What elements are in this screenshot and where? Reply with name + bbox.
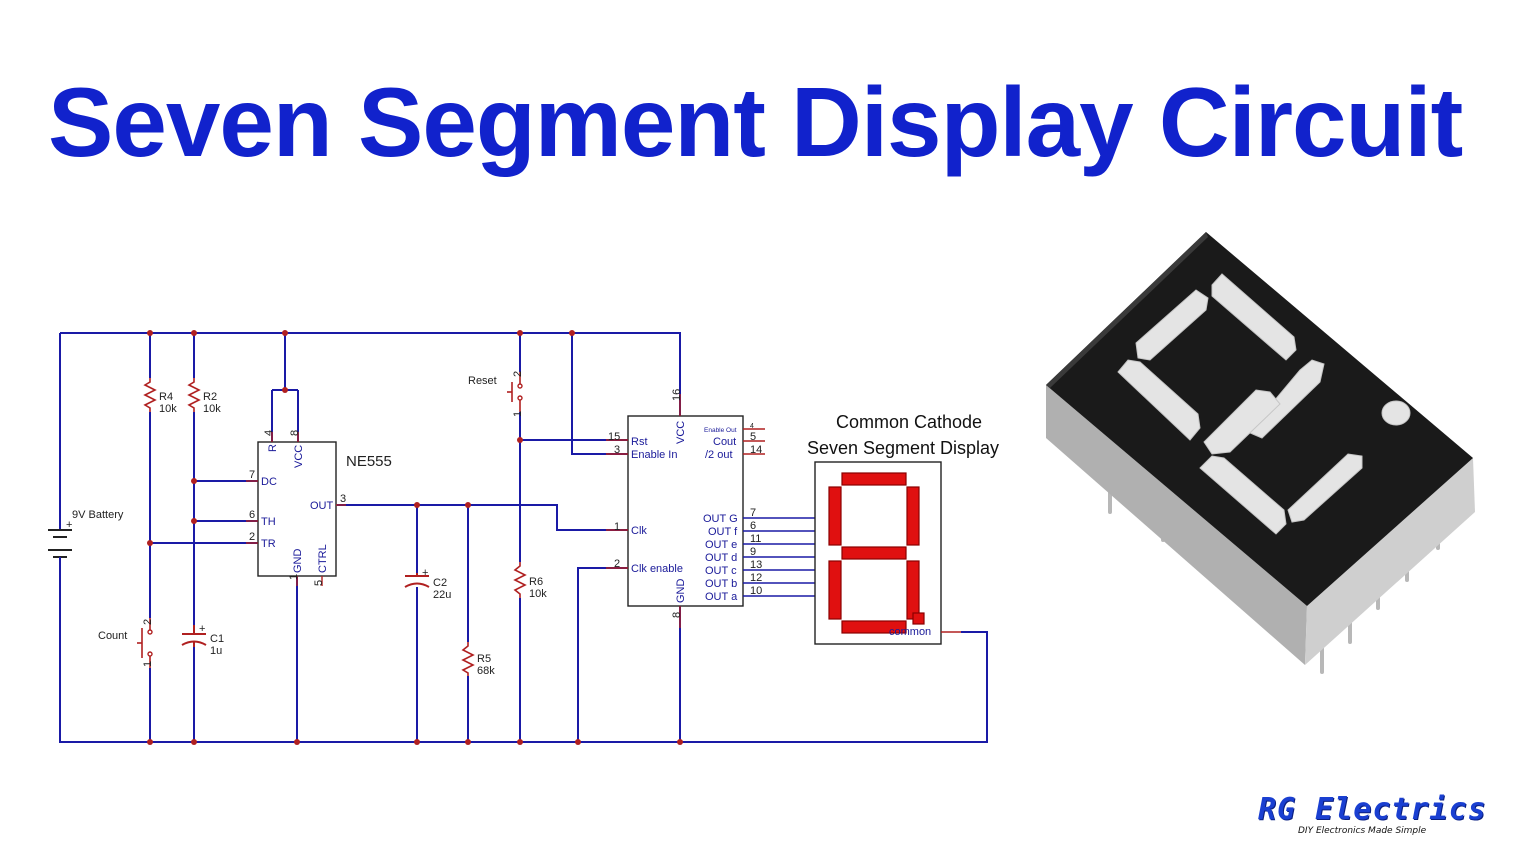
counter-cout: Cout <box>713 436 736 448</box>
ne555-tr: TR <box>261 538 276 550</box>
c2-name: C2 <box>433 577 447 589</box>
reset-pin-1: 1 <box>512 411 524 417</box>
display-common-label: common <box>889 626 931 638</box>
counter-div2-out: /2 out <box>705 449 733 461</box>
counter-pin10: 10 <box>750 585 762 597</box>
c1-name: C1 <box>210 633 224 645</box>
r6-value: 10k <box>529 588 547 600</box>
counter-pin14: 14 <box>750 444 762 456</box>
display-schematic: Common Cathode Seven Segment Display com… <box>807 412 999 645</box>
ne555-chip: NE555 DC TH TR OUT R VCC GND CTRL 7 6 2 … <box>246 430 392 586</box>
ne555-name: NE555 <box>346 453 392 470</box>
ne555-pin7: 7 <box>249 469 255 481</box>
r2-value: 10k <box>203 403 221 415</box>
ne555-r: R <box>267 444 279 452</box>
counter-pin16: 16 <box>671 389 683 401</box>
counter-pin15: 15 <box>608 431 620 443</box>
counter-pin12: 12 <box>750 572 762 584</box>
r5-zigzag <box>461 642 475 676</box>
counter-rst: Rst <box>631 436 648 448</box>
count-pin-1: 1 <box>142 661 154 667</box>
r4-zigzag <box>143 378 157 412</box>
battery-label: 9V Battery <box>72 509 124 521</box>
r2-name: R2 <box>203 391 217 403</box>
display-heading-line1: Common Cathode <box>836 412 982 432</box>
ne555-pin8: 8 <box>289 430 301 436</box>
count-pin-2: 2 <box>142 619 154 625</box>
brand-logo: RG Electrics <box>1258 792 1487 827</box>
ne555-vcc: VCC <box>293 445 305 468</box>
display-heading-line2: Seven Segment Display <box>807 438 999 458</box>
ne555-pin2: 2 <box>249 531 255 543</box>
counter-enable-in: Enable In <box>631 449 677 461</box>
ne555-dc: DC <box>261 476 277 488</box>
ne555-pin3: 3 <box>340 493 346 505</box>
counter-pin1: 1 <box>614 521 620 533</box>
c1-plus: + <box>199 623 205 635</box>
counter-pin5: 5 <box>750 431 756 443</box>
r5-name: R5 <box>477 653 491 665</box>
counter-clk: Clk <box>631 525 647 537</box>
counter-pin11: 11 <box>750 533 761 545</box>
junction-dots <box>147 330 683 745</box>
digit-segments <box>828 472 925 634</box>
r4-value: 10k <box>159 403 177 415</box>
c1-value: 1u <box>210 645 222 657</box>
c2-plus: + <box>422 567 428 579</box>
counter-pin4: 4 <box>750 423 754 430</box>
brand-tagline: DIY Electronics Made Simple <box>1298 826 1427 836</box>
r4-name: R4 <box>159 391 173 403</box>
ne555-pin6: 6 <box>249 509 255 521</box>
ne555-pin4: 4 <box>263 430 275 436</box>
counter-gnd: GND <box>675 579 687 604</box>
photo-segments <box>1117 273 1411 535</box>
ne555-th: TH <box>261 516 276 528</box>
counter-pin3: 3 <box>614 444 620 456</box>
counter-out-b: OUT b <box>705 578 737 590</box>
reset-pin-2: 2 <box>512 371 524 377</box>
counter-out-c: OUT c <box>705 565 737 577</box>
counter-chip: Rst Enable In Clk Clk enable 15 3 1 2 VC… <box>606 389 815 628</box>
battery-plus: + <box>66 519 72 531</box>
ne555-gnd: GND <box>292 549 304 574</box>
ne555-out: OUT <box>310 500 334 512</box>
c2-value: 22u <box>433 589 451 601</box>
counter-pin6: 6 <box>750 520 756 532</box>
counter-pin9: 9 <box>750 546 756 558</box>
counter-out-f: OUT f <box>708 526 738 538</box>
page-title: Seven Segment Display Circuit <box>48 67 1463 177</box>
reset-button-label: Reset <box>468 375 497 387</box>
r2-zigzag <box>187 378 201 412</box>
counter-pin8: 8 <box>671 612 683 618</box>
ne555-pin5: 5 <box>313 580 325 586</box>
counter-enable-out: Enable Out <box>704 427 737 434</box>
r6-name: R6 <box>529 576 543 588</box>
r6-zigzag <box>513 562 527 598</box>
counter-vcc: VCC <box>675 421 687 444</box>
counter-pin2: 2 <box>614 558 620 570</box>
wires <box>59 332 988 743</box>
counter-out-a: OUT a <box>705 591 738 603</box>
counter-pin7: 7 <box>750 507 756 519</box>
ne555-ctrl: CTRL <box>317 544 329 573</box>
counter-pin13: 13 <box>750 559 762 571</box>
counter-out-e: OUT e <box>705 539 737 551</box>
ne555-pin1: 1 <box>288 574 300 580</box>
count-button-label: Count <box>98 630 127 642</box>
counter-out-g: OUT G <box>703 513 738 525</box>
seven-segment-display-photo <box>1046 232 1475 674</box>
counter-out-d: OUT d <box>705 552 737 564</box>
r5-value: 68k <box>477 665 495 677</box>
counter-outputs: OUT G OUT f OUT e OUT d OUT c OUT b OUT … <box>703 507 762 603</box>
battery: + 9V Battery <box>48 509 124 564</box>
counter-clk-enable: Clk enable <box>631 563 683 575</box>
